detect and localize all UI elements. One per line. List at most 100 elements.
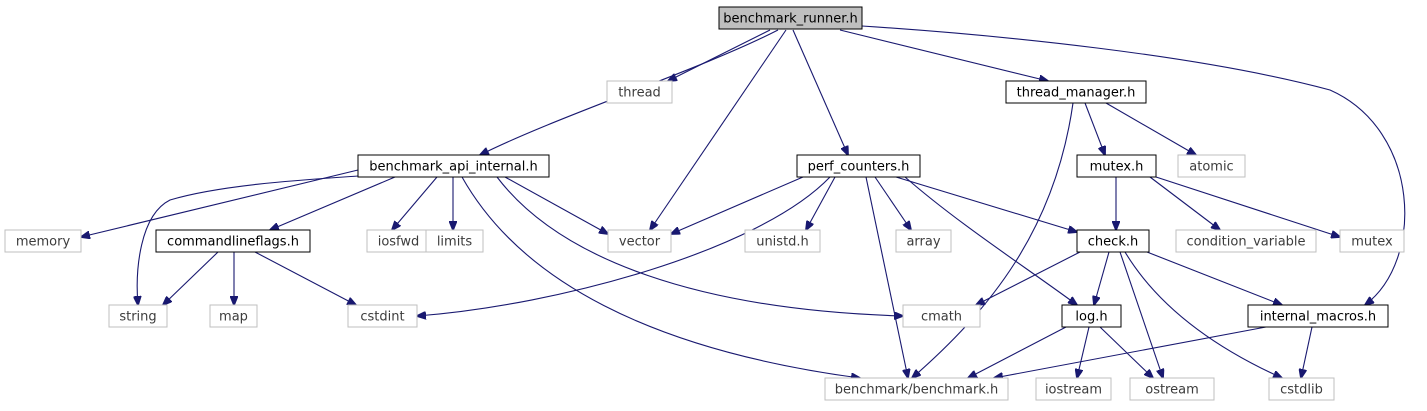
node-internal_macros[interactable]: internal_macros.h (1247, 304, 1389, 328)
node-label-atomic: atomic (1189, 160, 1233, 175)
edge-bm_api_internal-to-string (137, 175, 359, 305)
edge-mutex-to-condition_variable (1149, 176, 1220, 230)
node-log[interactable]: log.h (1061, 304, 1122, 328)
edge-bm_api_internal-to-commandlineflags (270, 176, 396, 230)
node-box-mutex_std (1339, 229, 1405, 253)
node-iostream: iostream (1035, 377, 1112, 401)
node-label-mutex_std: mutex (1351, 235, 1393, 250)
node-label-thread: thread (618, 86, 661, 101)
edge-bm_api_internal-to-memory (81, 169, 359, 237)
node-perf_counters[interactable]: perf_counters.h (796, 154, 921, 178)
node-box-atomic (1177, 154, 1246, 178)
node-box-commandlineflags (155, 229, 311, 253)
edge-internal_macros-to-benchmark_h (994, 326, 1267, 378)
edge-thread_manager-to-benchmark_h (912, 102, 1074, 378)
node-check[interactable]: check.h (1076, 229, 1150, 253)
edge-internal_macros-to-cstdlib (1301, 326, 1313, 378)
edge-check-to-log (1094, 251, 1110, 305)
node-thread_manager[interactable]: thread_manager.h (1005, 80, 1147, 104)
edge-perf_counters-to-vector (671, 176, 804, 234)
node-label-memory: memory (16, 235, 71, 250)
node-box-map (209, 304, 258, 328)
edge-perf_counters-to-benchmark_h (865, 176, 908, 378)
node-atomic: atomic (1177, 154, 1246, 178)
node-label-thread_manager: thread_manager.h (1017, 86, 1136, 101)
node-benchmark_h: benchmark/benchmark.h (824, 377, 1009, 401)
node-iosfwd: iosfwd (366, 229, 431, 253)
node-label-benchmark_runner: benchmark_runner.h (723, 12, 857, 27)
node-condition_variable: condition_variable (1175, 229, 1317, 253)
node-box-log (1061, 304, 1122, 328)
node-label-iostream: iostream (1045, 383, 1102, 398)
node-string: string (108, 304, 168, 328)
node-label-limits: limits (437, 235, 473, 250)
node-map: map (209, 304, 258, 328)
edge-perf_counters-to-unistd (806, 176, 836, 230)
node-label-ostream: ostream (1145, 383, 1199, 398)
edge-perf_counters-to-array (874, 176, 911, 230)
node-box-mutex (1076, 154, 1157, 178)
node-mutex[interactable]: mutex.h (1076, 154, 1157, 178)
node-box-thread_manager (1005, 80, 1147, 104)
edge-bm_api_internal-to-iosfwd (392, 176, 438, 230)
node-label-benchmark_h: benchmark/benchmark.h (835, 383, 999, 398)
node-box-thread (606, 80, 673, 104)
node-label-condition_variable: condition_variable (1186, 235, 1305, 250)
edge-thread_manager-to-atomic (1105, 102, 1196, 155)
node-box-ostream (1129, 377, 1215, 401)
node-box-internal_macros (1247, 304, 1389, 328)
node-label-map: map (219, 310, 248, 325)
node-box-check (1076, 229, 1150, 253)
node-label-cstdlib: cstdlib (1280, 383, 1323, 398)
node-cstdint: cstdint (347, 304, 418, 328)
node-box-benchmark_runner (718, 6, 863, 30)
node-box-limits (425, 229, 484, 253)
node-box-cmath (902, 304, 981, 328)
edge-mutex-to-mutex_std (1155, 176, 1340, 237)
edge-check-to-ostream (1119, 251, 1163, 378)
node-limits: limits (425, 229, 484, 253)
edge-log-to-iostream (1077, 326, 1090, 378)
node-benchmark_runner[interactable]: benchmark_runner.h (718, 6, 863, 30)
edge-thread_manager-to-mutex (1084, 102, 1105, 155)
node-box-benchmark_h (824, 377, 1009, 401)
node-box-cstdint (347, 304, 418, 328)
node-label-bm_api_internal: benchmark_api_internal.h (369, 160, 537, 175)
node-commandlineflags[interactable]: commandlineflags.h (155, 229, 311, 253)
edge-check-to-internal_macros (1146, 251, 1282, 305)
node-box-cstdlib (1268, 377, 1335, 401)
edge-bm_api_internal-to-benchmark_h (461, 176, 860, 378)
edge-benchmark_runner-to-vector (650, 29, 787, 230)
edge-bm_api_internal-to-vector (504, 176, 608, 234)
edge-benchmark_runner-to-thread_manager (839, 29, 1048, 81)
edge-check-to-cstdlib (1124, 251, 1282, 378)
node-label-log: log.h (1075, 310, 1107, 325)
edge-log-to-benchmark_h (968, 326, 1067, 378)
node-vector: vector (607, 229, 672, 253)
node-box-condition_variable (1175, 229, 1317, 253)
node-label-internal_macros: internal_macros.h (1260, 310, 1376, 325)
node-box-perf_counters (796, 154, 921, 178)
node-label-string: string (119, 310, 156, 325)
node-thread: thread (606, 80, 673, 104)
node-label-perf_counters: perf_counters.h (808, 160, 910, 175)
node-label-mutex: mutex.h (1090, 160, 1144, 175)
node-cmath: cmath (902, 304, 981, 328)
edge-commandlineflags-to-string (163, 251, 219, 305)
node-cstdlib: cstdlib (1268, 377, 1335, 401)
node-label-commandlineflags: commandlineflags.h (167, 235, 299, 250)
node-box-bm_api_internal (357, 154, 550, 178)
node-box-iostream (1035, 377, 1112, 401)
edge-benchmark_runner-to-perf_counters (792, 29, 848, 155)
node-label-array: array (906, 235, 940, 250)
node-bm_api_internal[interactable]: benchmark_api_internal.h (357, 154, 550, 178)
node-box-string (108, 304, 168, 328)
node-mutex_std: mutex (1339, 229, 1405, 253)
edge-perf_counters-to-check (895, 176, 1077, 232)
node-label-check: check.h (1088, 235, 1138, 250)
node-box-memory (4, 229, 82, 253)
node-box-vector (607, 229, 672, 253)
edge-log-to-ostream (1099, 326, 1153, 378)
